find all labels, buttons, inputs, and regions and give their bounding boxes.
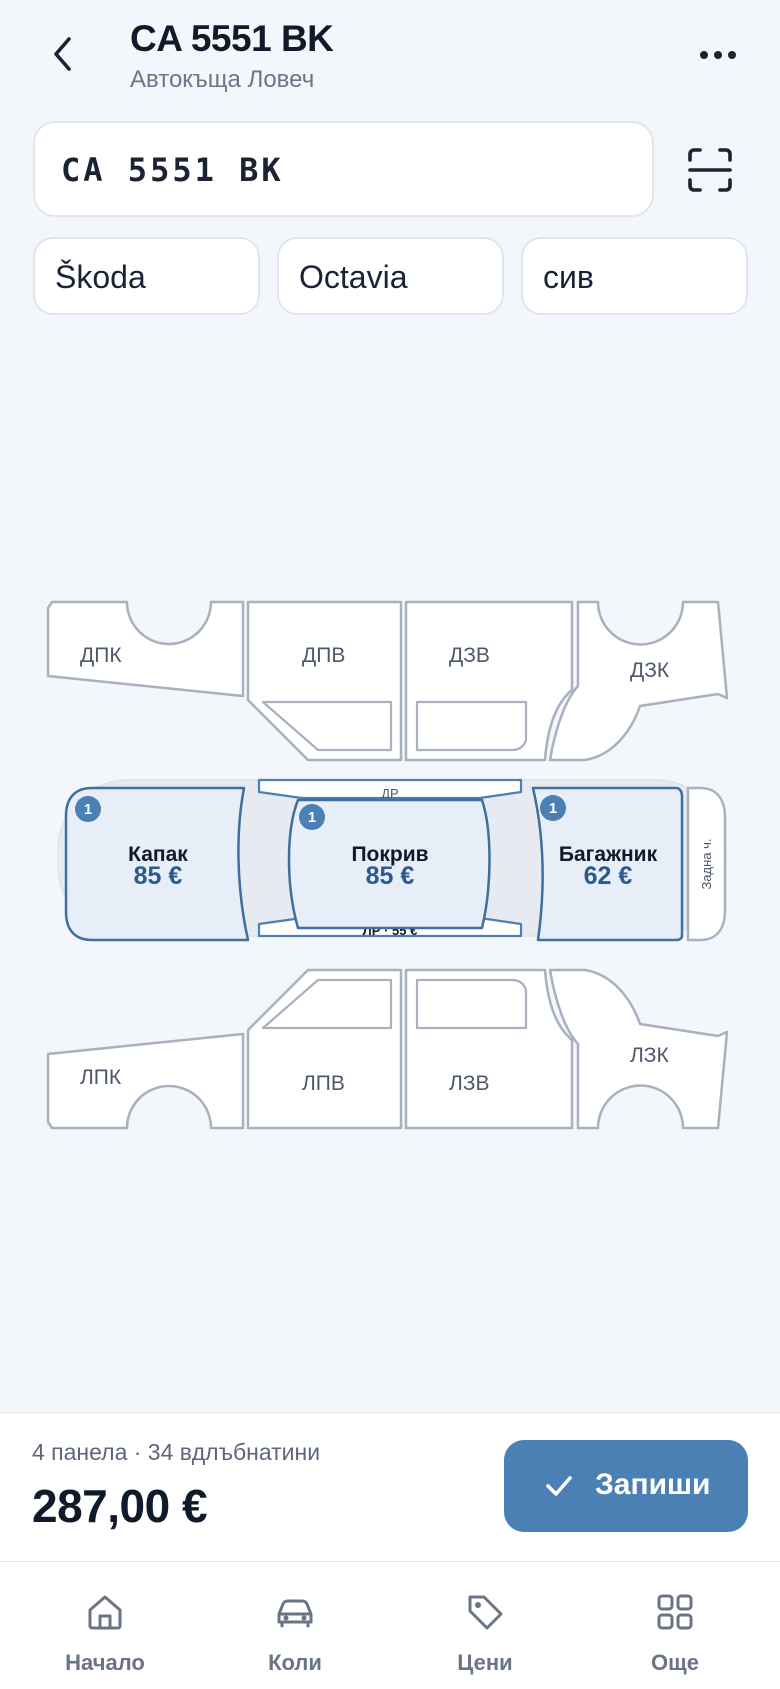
panel-label: ЛЗВ [449,1072,489,1095]
make-value: Škoda [55,259,146,295]
summary-bar: 4 панела · 34 вдлъбнатини 287,00 € Запиш… [0,1412,780,1561]
car-damage-diagram: ДПК ДПВ ДЗВ ДЗК ДР ЛР · 55 € 1 Капак 85 … [46,600,729,1130]
save-button[interactable]: Запиши [504,1440,748,1532]
model-select[interactable]: Octavia [277,237,504,315]
panel-label: Задна ч. [699,838,714,889]
more-horizontal-icon [700,51,736,59]
panel-price: 85 € [134,862,183,890]
car-icon [277,1599,313,1628]
color-select[interactable]: сив [521,237,748,315]
panel-label: ЛПК [80,1066,122,1089]
panel-right-front-door[interactable]: ДПВ [246,600,403,762]
total-price: 287,00 € [32,1480,208,1532]
tab-label: Още [651,1650,699,1675]
damage-count-badge [75,796,101,822]
bottom-tab-bar: Начало Коли Цени Още [0,1561,780,1689]
tab-label: Начало [65,1650,145,1675]
panel-label: ЛПВ [302,1072,345,1095]
panel-name: Покрив [351,843,428,866]
page-title: CA 5551 BK [130,18,334,59]
panel-label: ДПК [80,644,122,667]
panel-right-rear-quarter[interactable]: ДЗК [548,600,729,762]
panel-right-front-fender[interactable]: ДПК [46,600,245,698]
panel-label: ДПВ [302,644,345,667]
panel-price: 62 € [584,862,633,890]
panel-right-rear-door[interactable]: ДЗВ [404,600,574,762]
tab-more[interactable]: Още [615,1562,735,1689]
home-icon [88,1595,122,1630]
tab-home[interactable]: Начало [45,1562,165,1689]
panel-roof[interactable]: 1 Покрив 85 € [287,798,491,930]
panel-left-front-fender[interactable]: ЛПК [46,1032,245,1130]
plate-input[interactable]: CA 5551 BK [33,121,654,217]
panel-label: ЛЗК [630,1044,669,1067]
damage-summary: 4 панела · 34 вдлъбнатини [32,1439,321,1465]
badge-label: 1 [84,801,92,818]
panel-name: Капак [128,843,188,866]
back-button[interactable] [44,34,84,74]
tab-prices[interactable]: Цени [425,1562,545,1689]
damage-count-badge [540,795,566,821]
scan-icon [688,148,732,192]
tag-icon [468,1595,503,1630]
tab-cars[interactable]: Коли [235,1562,355,1689]
panel-right-rail[interactable]: ДР [257,778,523,801]
chevron-left-icon [54,37,71,71]
rail-label: ДР [381,786,398,801]
model-value: Octavia [299,259,408,295]
top-bar: CA 5551 BK Автокъща Ловеч [0,0,780,110]
badge-label: 1 [308,809,316,826]
badge-label: 1 [549,800,557,817]
damage-count-badge [299,804,325,830]
tab-label: Коли [268,1650,322,1675]
scan-plate-button[interactable] [686,146,734,194]
panel-left-rear-door[interactable]: ЛЗВ [404,968,574,1130]
panel-hood[interactable]: 1 Капак 85 € [64,786,250,942]
color-value: сив [543,259,594,295]
panel-label: ДЗК [630,659,670,682]
panel-left-rear-quarter[interactable]: ЛЗК [548,968,729,1130]
panel-price: 85 € [366,862,415,890]
save-button-label: Запиши [595,1468,711,1501]
make-select[interactable]: Škoda [33,237,260,315]
grid-icon [657,1594,693,1630]
tab-label: Цени [457,1650,513,1675]
more-button[interactable] [696,40,740,70]
plate-input-value: CA 5551 BK [61,151,284,189]
panel-name: Багажник [559,843,658,866]
check-icon [546,1476,572,1496]
panel-label: ДЗВ [449,644,490,667]
panel-left-front-door[interactable]: ЛПВ [246,968,403,1130]
panel-rear-bumper[interactable]: Задна ч. [686,786,727,942]
page-subtitle: Автокъща Ловеч [130,66,315,93]
panel-trunk[interactable]: 1 Багажник 62 € [531,786,684,942]
